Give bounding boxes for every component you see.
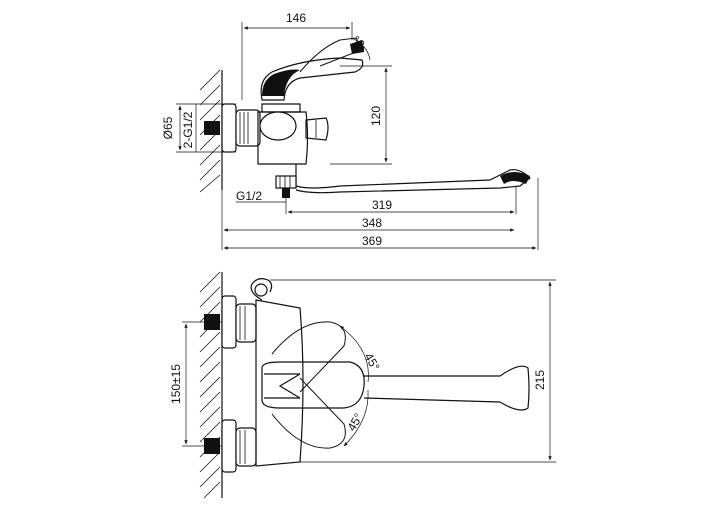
dim-diameter-label: Ø65 xyxy=(161,116,175,139)
dim-thread-inlet-label: 2-G1/2 xyxy=(181,111,195,148)
outlet-thread: G1/2 xyxy=(236,189,287,203)
mixer-body-top xyxy=(257,103,329,165)
dim-25-label: 25° xyxy=(355,35,367,52)
inlet-upper-front xyxy=(204,295,257,349)
dim-thread-outlet-label: G1/2 xyxy=(236,189,262,203)
dimension-146: 146 xyxy=(241,11,353,100)
spout-top xyxy=(275,164,531,198)
dim-45-lower-label: 45° xyxy=(344,411,365,434)
inlet-eccentric-top xyxy=(204,103,261,153)
dim-120-label: 120 xyxy=(369,106,383,126)
dimension-centers: 150±15 xyxy=(169,321,222,447)
dimension-215: 215 xyxy=(270,279,556,463)
dim-369-label: 369 xyxy=(362,234,382,248)
angle-45-upper: 45° xyxy=(339,325,383,383)
dim-centers-label: 150±15 xyxy=(169,364,183,404)
lever-ghost-positions xyxy=(271,321,346,449)
top-view: 146 25° 120 Ø65 2-G1/2 G1/2 xyxy=(161,11,539,250)
dim-348-label: 348 xyxy=(362,216,382,230)
dim-146-label: 146 xyxy=(286,11,306,25)
dimension-reach: 319 348 369 xyxy=(221,178,539,250)
lever-front xyxy=(261,361,530,411)
wall-front xyxy=(199,271,223,499)
dim-319-label: 319 xyxy=(372,198,392,212)
lever-handle-top xyxy=(260,37,364,101)
angle-25: 25° xyxy=(351,35,371,61)
dim-45-upper-label: 45° xyxy=(361,351,382,374)
front-view: 45° 45° 150±15 215 xyxy=(169,271,556,499)
dimension-diameter: Ø65 2-G1/2 xyxy=(161,103,236,153)
dim-215-label: 215 xyxy=(533,370,547,390)
mixer-body-front xyxy=(250,278,304,467)
dimension-120: 120 xyxy=(330,65,392,165)
